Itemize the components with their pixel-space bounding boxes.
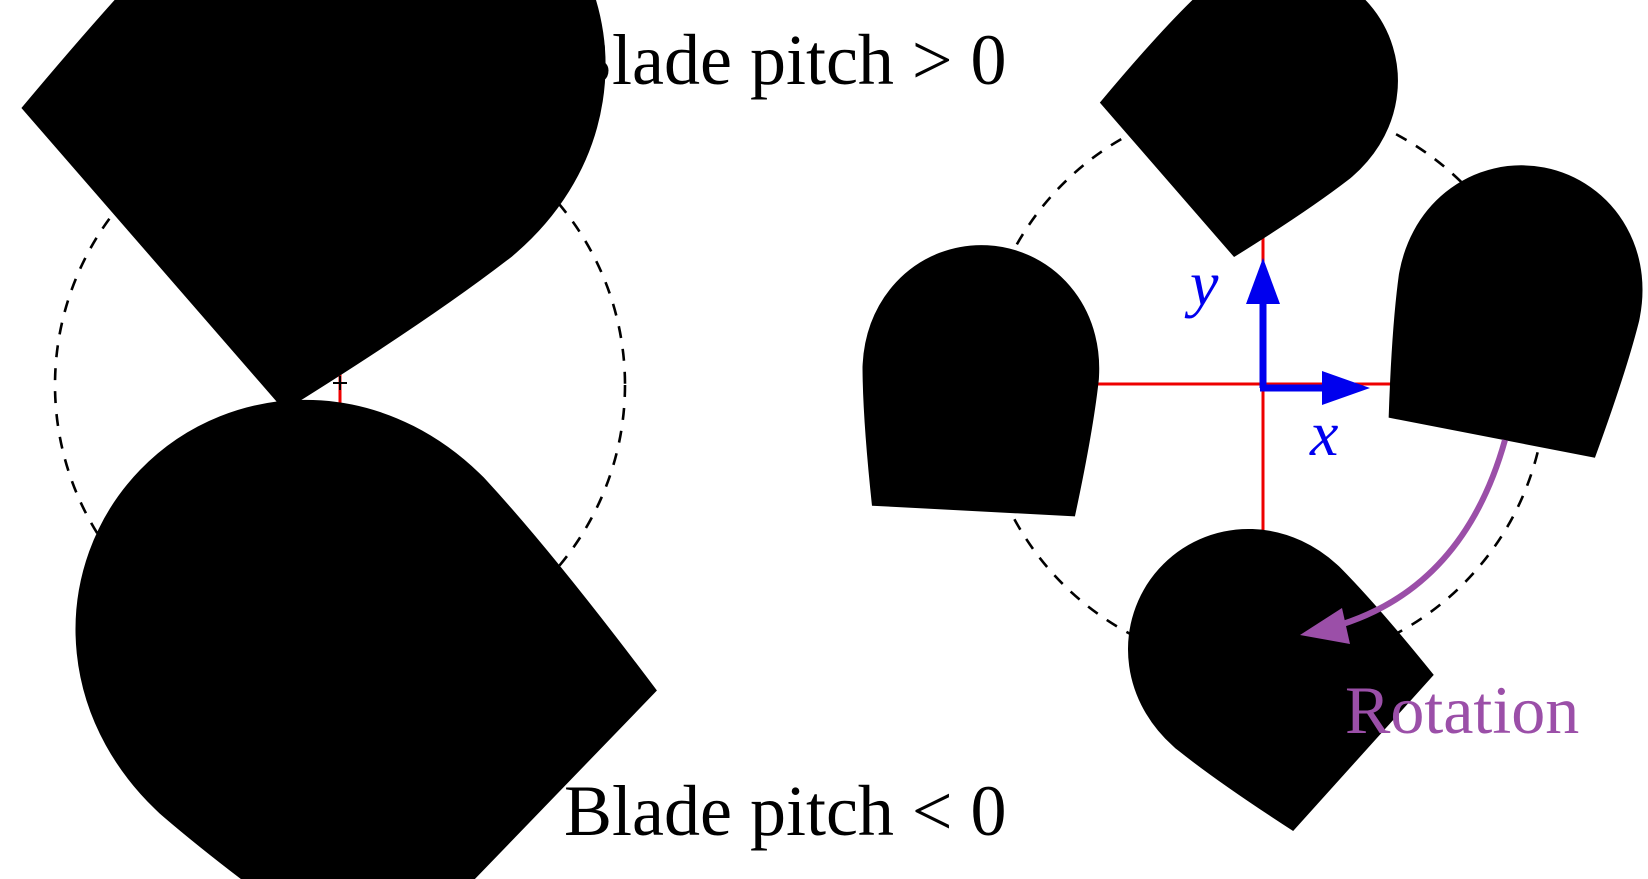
rotation-arrow (1300, 439, 1508, 644)
right-bottom-blade (1227, 628, 1361, 753)
left-rotor-center-mark (333, 376, 347, 390)
right-rotor (959, 60, 1546, 753)
left-bottom-blade (265, 589, 516, 834)
right-top-blade (1169, 60, 1301, 181)
rotation-arrowhead (1300, 608, 1350, 644)
x-axis-arrowhead (1322, 371, 1370, 405)
right-left-blade (959, 347, 998, 495)
y-axis-arrowhead (1246, 258, 1280, 304)
coordinate-axes (1246, 258, 1370, 405)
rotation-arrow-arc (1332, 439, 1508, 630)
pitch-positive-label: Blade pitch > 0 (564, 20, 1007, 100)
y-axis-label: y (1184, 248, 1219, 319)
left-top-blade (157, 25, 416, 261)
right-side-blade (1479, 269, 1539, 424)
rotation-label: Rotation (1345, 672, 1579, 748)
pitch-negative-label: Blade pitch < 0 (564, 771, 1007, 851)
left-rotor (55, 25, 625, 834)
x-axis-label: x (1309, 398, 1338, 469)
